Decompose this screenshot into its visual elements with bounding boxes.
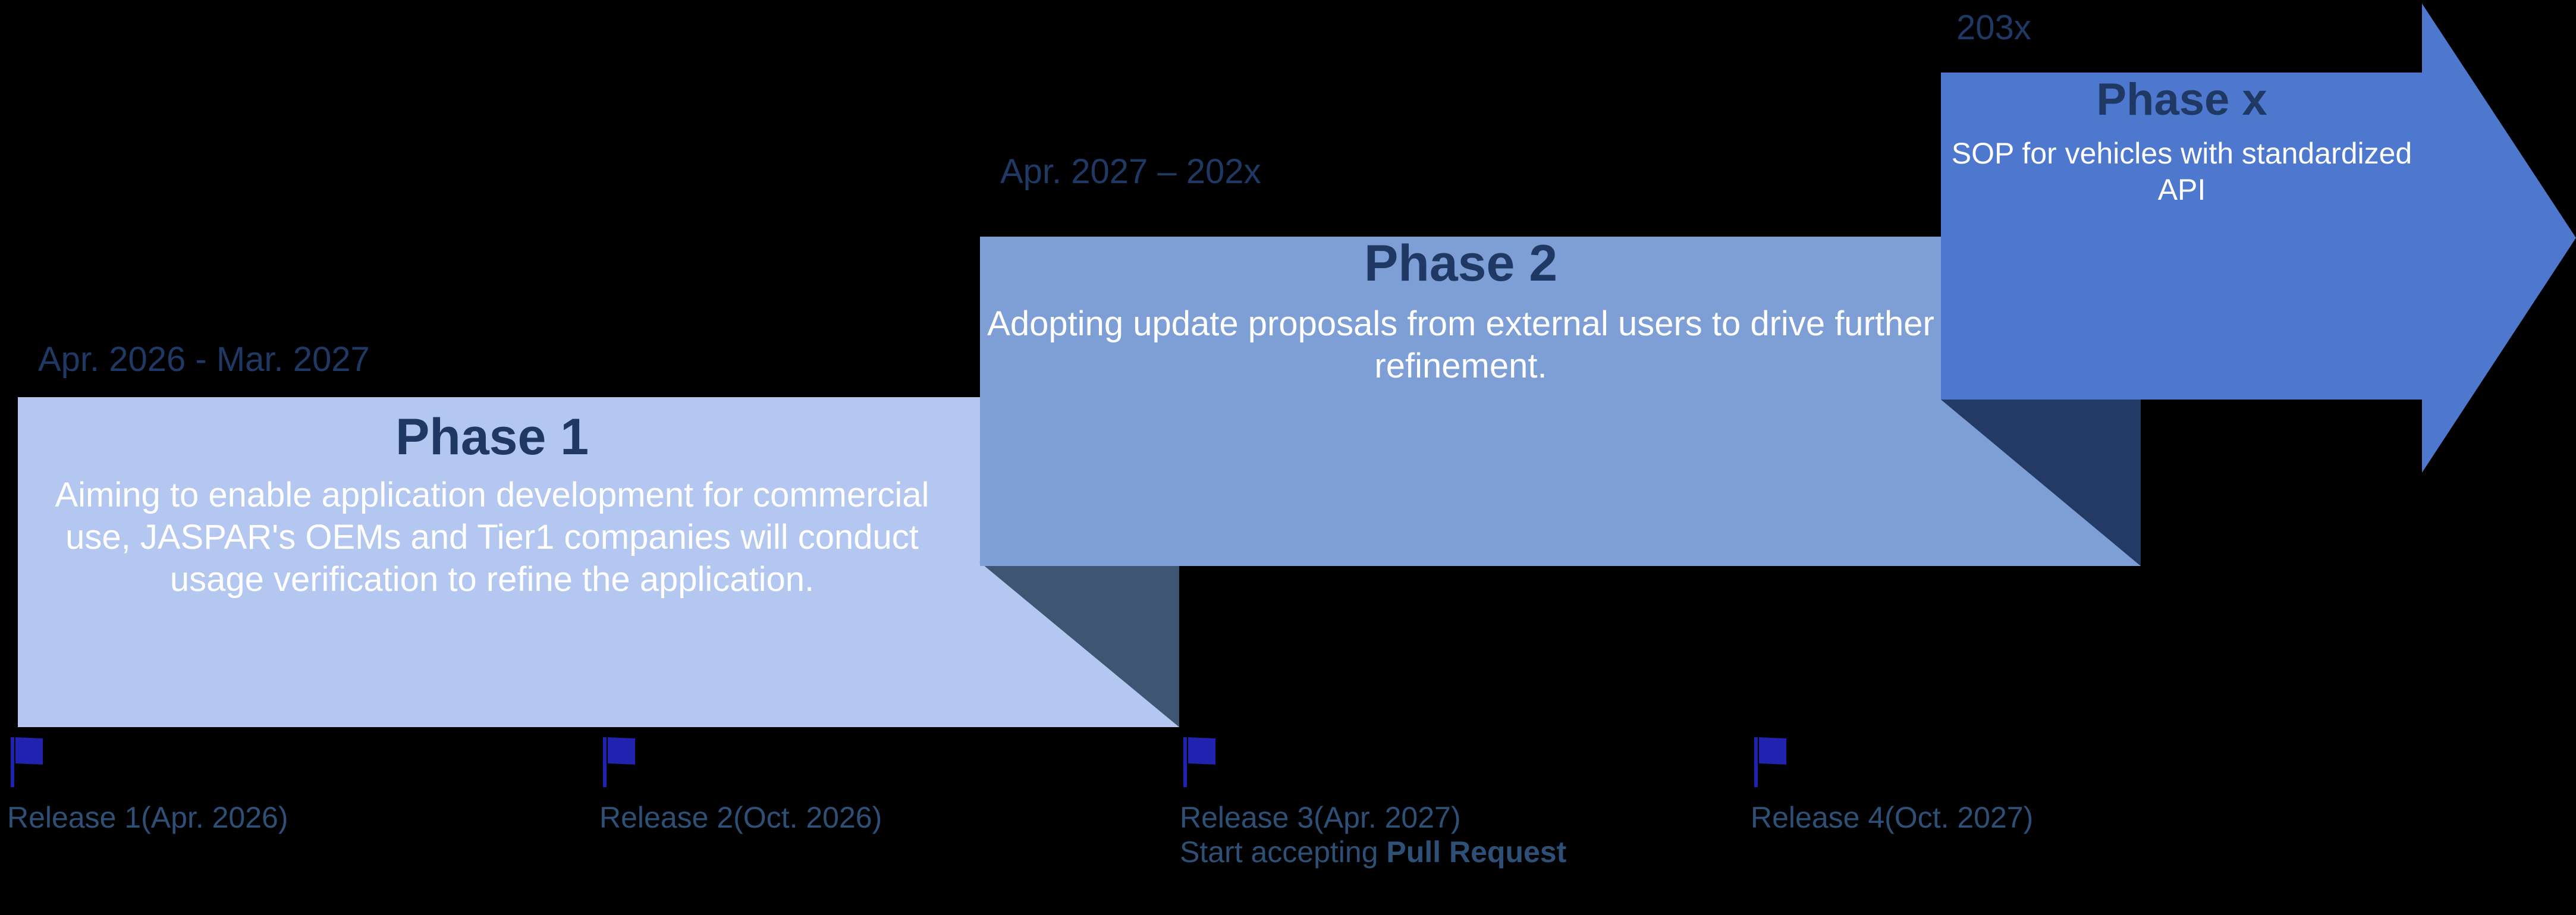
phase2-content: Phase 2 Adopting update proposals from e… — [980, 237, 1942, 388]
milestone-release-4: Release 4(Oct. 2027) — [1751, 736, 2033, 834]
phase1-body: Aiming to enable application development… — [55, 476, 929, 599]
milestone-label: Release 4(Oct. 2027) — [1751, 800, 2033, 835]
phase2-date-label: Apr. 2027 – 202x — [1000, 152, 1261, 191]
phasex-arrow — [1941, 4, 2576, 473]
milestone-subtitle-emphasis: Pull Request — [1386, 835, 1567, 869]
milestone-label: Release 1(Apr. 2026) — [7, 800, 288, 835]
phase1-content: Phase 1 Aiming to enable application dev… — [18, 410, 966, 601]
milestone-subtitle: Start accepting Pull Request — [1180, 835, 1566, 869]
milestone-title: Release 4(Oct. 2027) — [1751, 801, 2034, 834]
phase2-title: Phase 2 — [1364, 235, 1558, 292]
phase1-band-fill — [18, 397, 1179, 727]
flag-icon — [11, 737, 43, 787]
phasex-title: Phase x — [2096, 74, 2267, 125]
flag-icon — [1754, 737, 1786, 787]
milestone-release-3: Release 3(Apr. 2027) Start accepting Pul… — [1180, 736, 1566, 869]
milestone-title: Release 3(Apr. 2027) — [1180, 801, 1461, 834]
milestone-release-1: Release 1(Apr. 2026) — [7, 736, 288, 834]
phasex-date-label: 203x — [1956, 8, 2031, 47]
phasex-content: Phase x SOP for vehicles with standardiz… — [1941, 76, 2423, 208]
milestone-title: Release 1(Apr. 2026) — [7, 801, 288, 834]
phase1-date-label: Apr. 2026 - Mar. 2027 — [38, 340, 370, 379]
flag-icon — [603, 737, 635, 787]
milestone-subtitle-prefix: Start accepting — [1180, 835, 1387, 869]
phase2-body: Adopting update proposals from external … — [987, 304, 1934, 386]
phase2-band — [980, 237, 2141, 566]
milestone-label: Release 3(Apr. 2027) Start accepting Pul… — [1180, 800, 1566, 869]
phasex-body: SOP for vehicles with standardized API — [1951, 136, 2412, 206]
milestone-title: Release 2(Oct. 2026) — [599, 801, 882, 834]
milestone-label: Release 2(Oct. 2026) — [599, 800, 882, 835]
flag-icon — [1183, 737, 1215, 787]
milestone-release-2: Release 2(Oct. 2026) — [599, 736, 882, 834]
phase1-title: Phase 1 — [395, 408, 589, 466]
